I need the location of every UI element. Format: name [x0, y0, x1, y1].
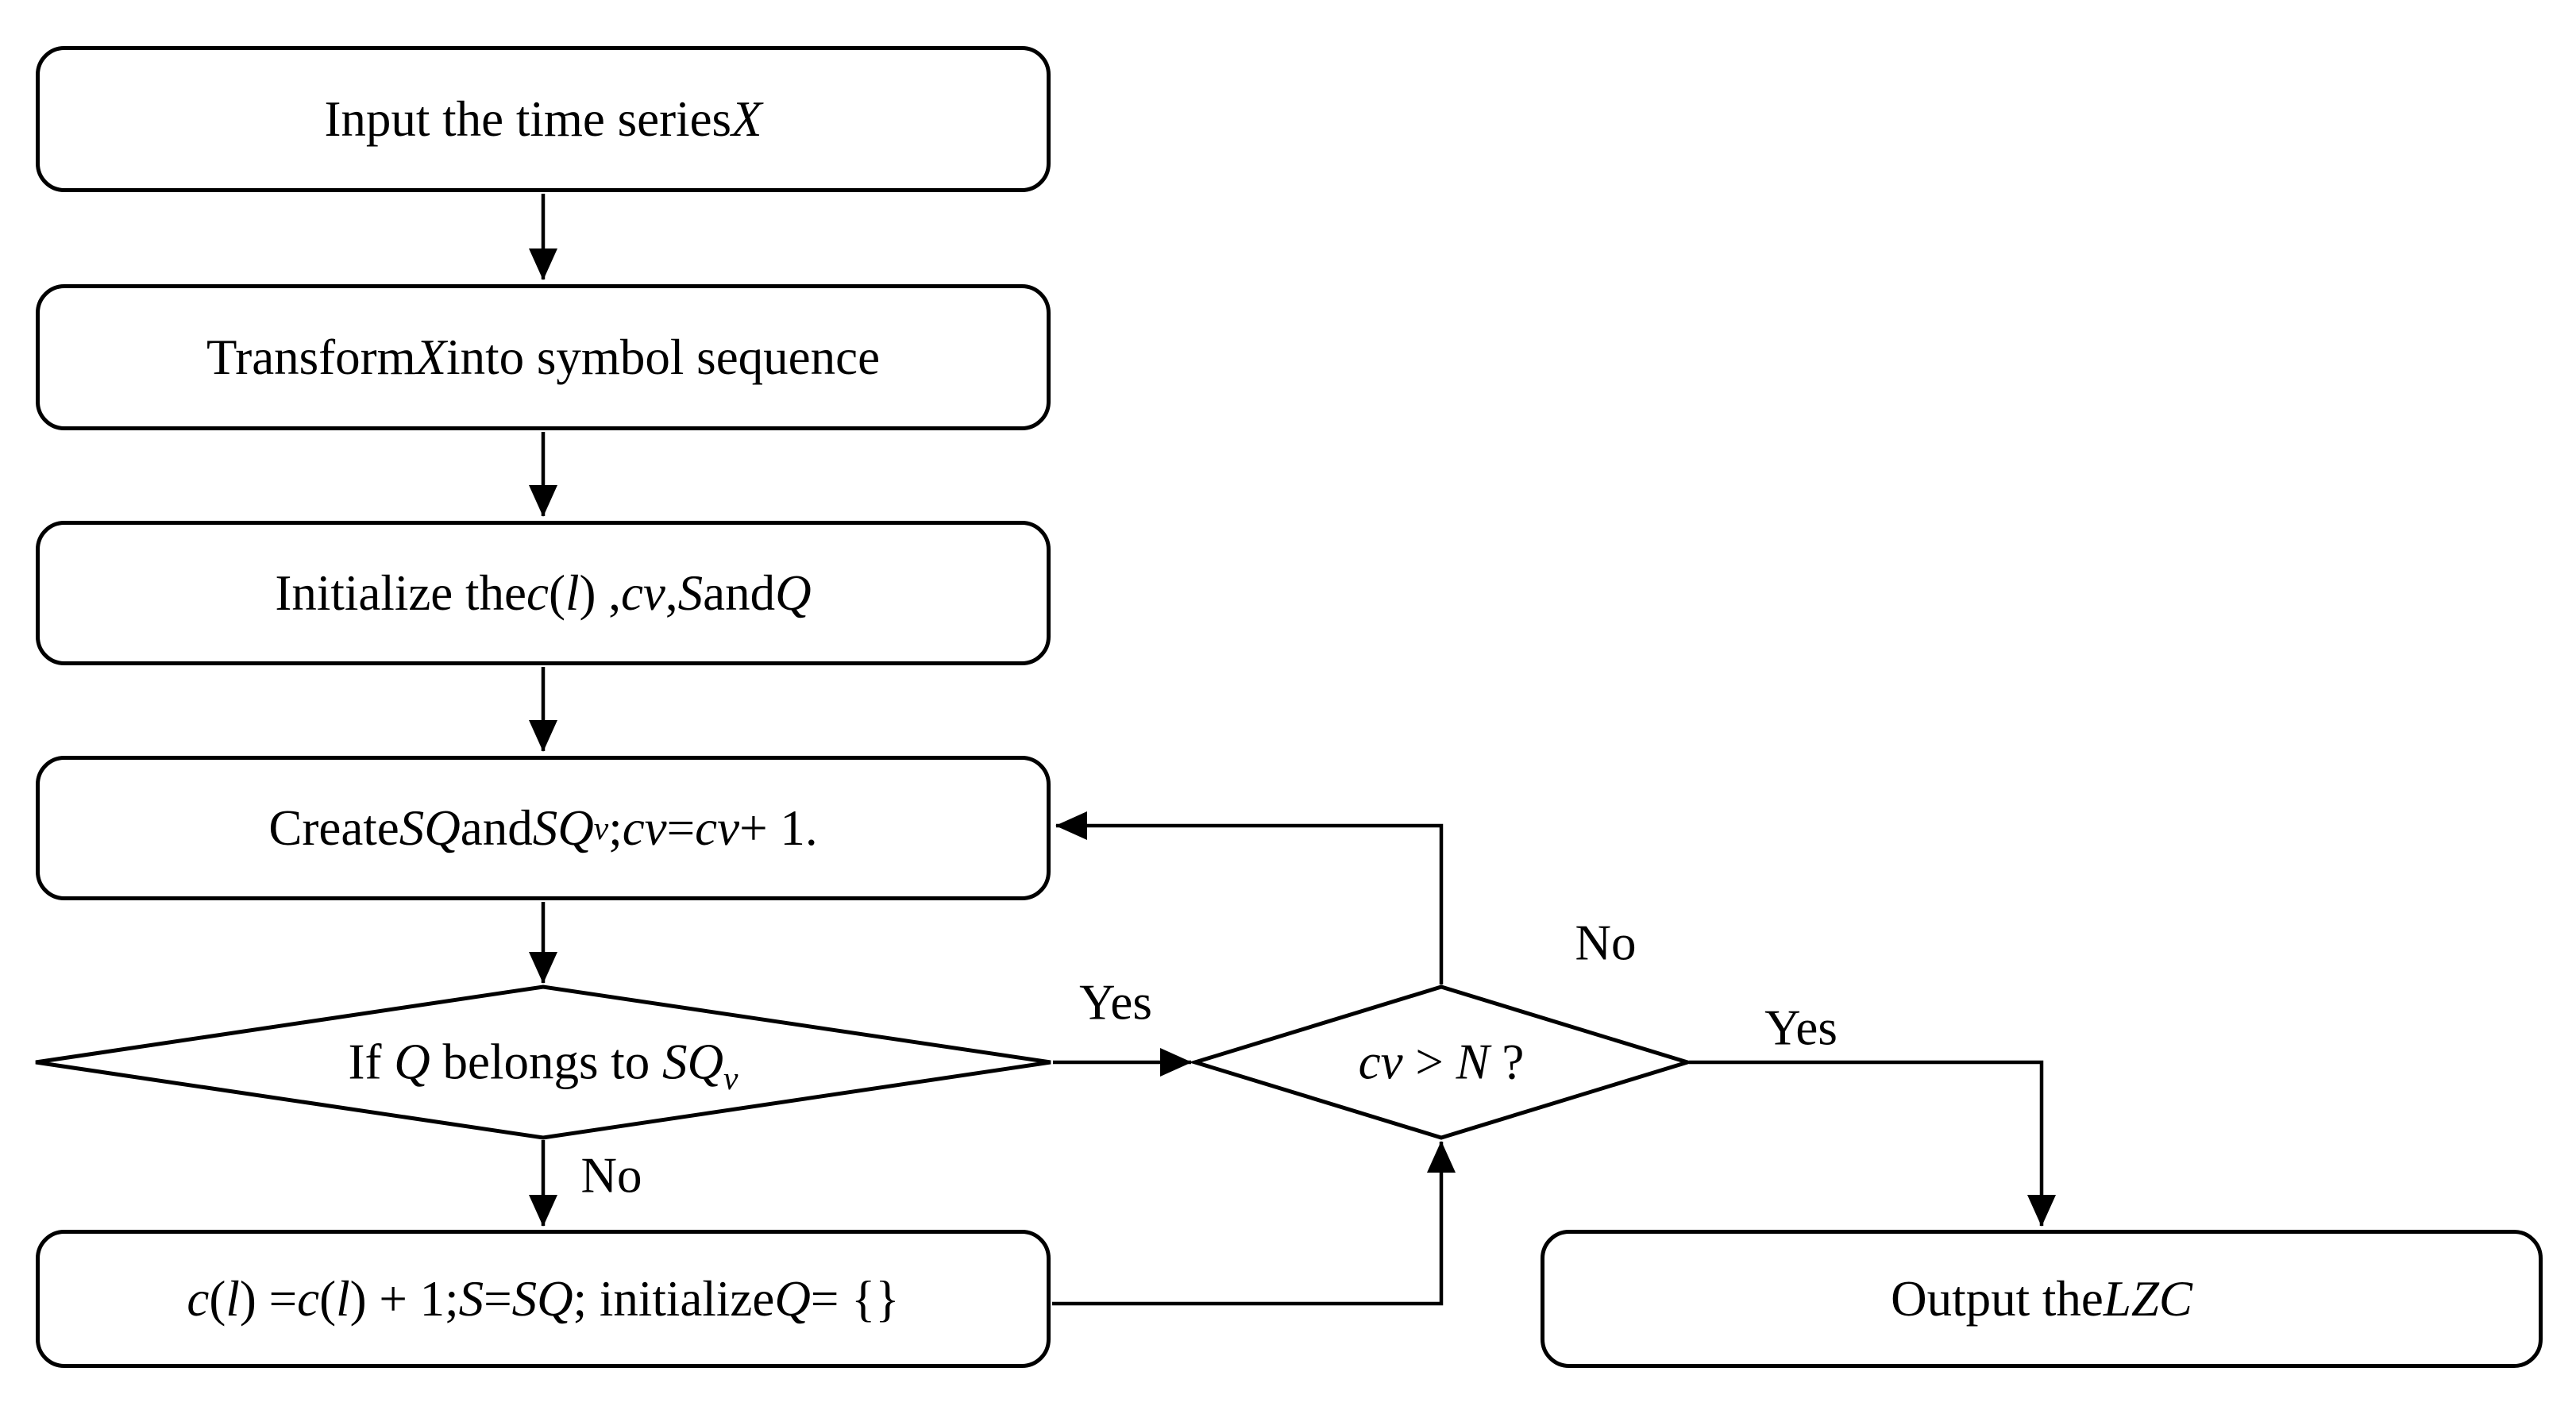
node-output-lzc: Output the LZC	[1541, 1230, 2543, 1368]
diamond-q-belongs-shape	[35, 984, 1051, 1140]
node-input-time-series: Input the time series X	[36, 46, 1051, 192]
edge-label-cv-no: No	[1575, 915, 1637, 971]
edge-label-cv-yes: Yes	[1764, 1000, 1838, 1056]
node-transform-symbol-sequence: Transform X into symbol sequence	[36, 284, 1051, 430]
arrow-cv-yes-to-output	[1689, 1060, 2056, 1227]
arrow-update-to-cv-decision	[1052, 1141, 1456, 1306]
node-initialize-variables: Initialize the c(l) , cv, S and Q	[36, 521, 1051, 665]
diamond-cv-greater-n-shape	[1188, 984, 1695, 1140]
decision-q-belongs-sqv-label: If Q belongs to SQv	[348, 1034, 738, 1097]
edge-label-belongs-no: No	[580, 1147, 642, 1204]
node-update-complexity: c(l) = c(l) + 1; S = SQ; initialize Q = …	[36, 1230, 1051, 1368]
decision-cv-greater-n-label: cv > N ?	[1358, 1034, 1525, 1090]
edge-label-belongs-yes: Yes	[1079, 974, 1152, 1031]
arrow-cv-no-return-to-create	[1055, 811, 1444, 984]
